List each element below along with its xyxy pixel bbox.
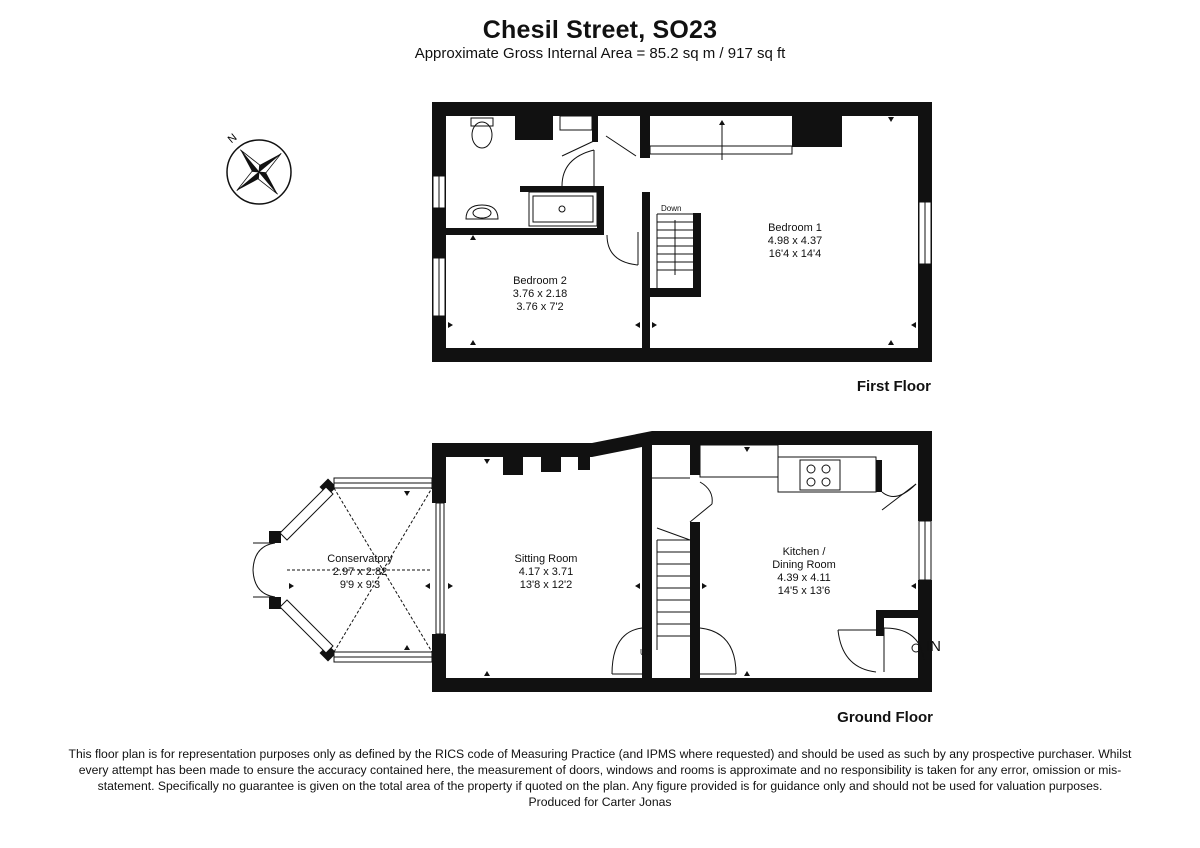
credit-text: Produced for Carter Jonas (528, 795, 672, 809)
room-metric: 2.97 x 2.82 (332, 566, 388, 578)
stairs-down-label: Down (661, 204, 682, 213)
disclaimer-text: This floor plan is for representation pu… (68, 747, 1132, 793)
conservatory-glazing (279, 477, 932, 663)
room-name: Conservatory (327, 553, 393, 565)
page-title: Chesil Street, SO23 (482, 16, 718, 44)
room-conservatory: Conservatory 2.97 x 2.82 9'9 x 9'3 (290, 553, 430, 592)
room-imperial: 9'9 x 9'3 (339, 579, 381, 591)
page-subtitle: Approximate Gross Internal Area = 85.2 s… (414, 45, 786, 62)
first-floor-label: First Floor (856, 378, 931, 395)
room-imperial: 16'4 x 14'4 (768, 248, 822, 260)
room-metric: 4.98 x 4.37 (767, 235, 823, 247)
stairs-up-label: Up (640, 648, 651, 657)
first-floor-fixtures (465, 115, 793, 288)
compass-north-label: N (226, 132, 240, 146)
ground-floor-walls (269, 431, 932, 692)
compass-rose-icon (226, 139, 292, 205)
ground-floor-dimension-arrows (289, 447, 916, 676)
ground-floor-label: Ground Floor (837, 709, 933, 726)
room-imperial: 3.76 x 7'2 (516, 301, 564, 313)
disclaimer: This floor plan is for representation pu… (60, 746, 1140, 810)
room-imperial: 14'5 x 13'6 (777, 585, 831, 597)
room-kitchen-dining: Kitchen / Dining Room 4.39 x 4.11 14'5 x… (734, 546, 874, 598)
ground-floor-fixtures (252, 444, 925, 675)
room-name: Bedroom 1 (768, 222, 822, 234)
room-name: Bedroom 2 (513, 275, 567, 287)
room-name: Kitchen / (782, 546, 826, 558)
room-imperial: 13'8 x 12'2 (519, 579, 573, 591)
room-bedroom-2: Bedroom 2 3.76 x 2.18 3.76 x 7'2 (470, 275, 610, 314)
room-metric: 4.17 x 3.71 (518, 566, 574, 578)
room-name-line2: Dining Room (772, 559, 836, 571)
room-name: Sitting Room (514, 553, 578, 565)
first-floor-windows (432, 175, 932, 317)
room-metric: 3.76 x 2.18 (512, 288, 568, 300)
first-floor-dimension-arrows (448, 117, 916, 345)
room-bedroom-1: Bedroom 1 4.98 x 4.37 16'4 x 14'4 (725, 222, 865, 261)
room-sitting-room: Sitting Room 4.17 x 3.71 13'8 x 12'2 (476, 553, 616, 592)
entrance-label: IN (926, 638, 941, 655)
room-metric: 4.39 x 4.11 (777, 572, 831, 584)
